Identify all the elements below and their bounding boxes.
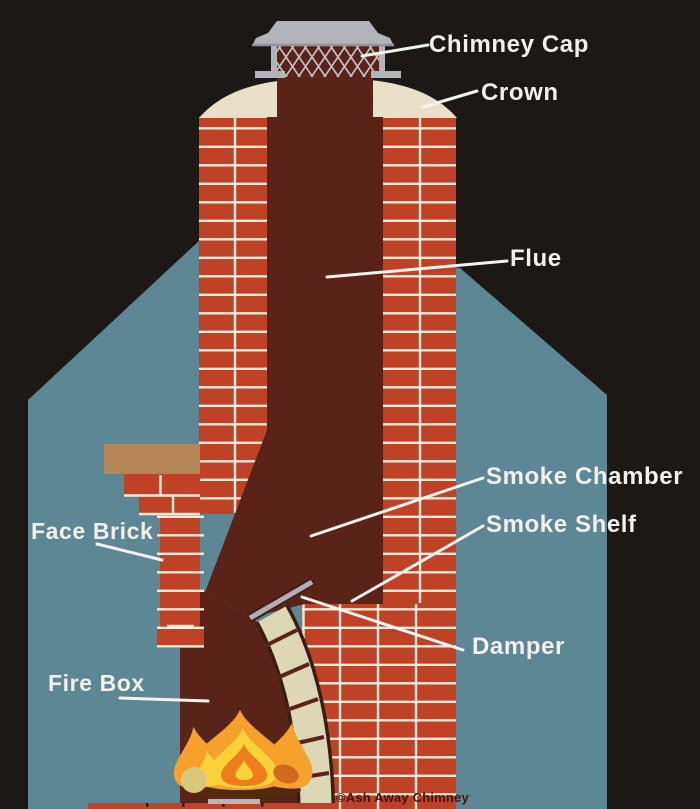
label-fire-box: Fire Box	[48, 670, 145, 696]
smoke-shelf-leader-line	[350, 524, 485, 603]
label-chimney-cap: Chimney Cap	[429, 31, 589, 58]
face-brick-and-mantel	[104, 444, 204, 648]
fire-box-leader-line	[118, 696, 210, 703]
fire-flames	[174, 710, 313, 799]
crown-leader-line	[421, 89, 479, 109]
damper-plate	[246, 577, 316, 623]
face-brick-leader-line	[95, 542, 164, 562]
mantel-shelf	[104, 444, 200, 474]
chimney-cap-leader-line	[360, 43, 430, 58]
flue-leader-line	[325, 259, 509, 279]
firebox-brick-mass	[302, 604, 456, 809]
watermark-credit: ©Ash Away Chimney	[336, 790, 469, 805]
label-face-brick: Face Brick	[31, 518, 154, 544]
hearth-bricks	[88, 803, 338, 809]
log-end	[181, 767, 207, 793]
chimney-left-brick-column	[199, 117, 271, 514]
label-damper: Damper	[472, 633, 565, 660]
label-flue: Flue	[510, 245, 562, 272]
chimney-right-brick-column	[383, 117, 456, 604]
label-smoke-chamber: Smoke Chamber	[486, 463, 684, 490]
ash-dump-bar	[208, 799, 260, 804]
smoke-chamber-leader-line	[309, 476, 485, 538]
leader-lines	[95, 43, 509, 703]
cap-roof	[252, 21, 394, 46]
label-crown: Crown	[481, 79, 559, 106]
chimney-cap-shape	[252, 21, 401, 78]
label-smoke-shelf: Smoke Shelf	[486, 511, 637, 538]
damper-leader-line	[300, 595, 465, 652]
